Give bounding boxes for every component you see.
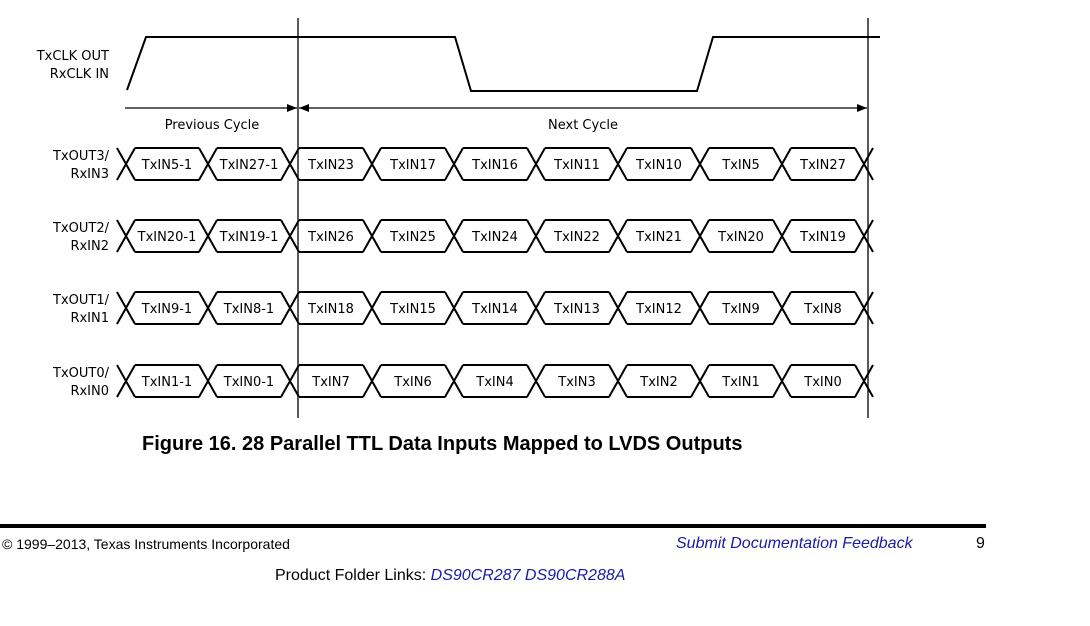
data-cell-label: TxIN15 [389, 302, 436, 317]
data-cell-label: TxIN6 [393, 375, 431, 390]
data-cell-label: TxIN1 [721, 375, 759, 390]
row-label-line2: RxIN2 [70, 239, 109, 254]
data-cell-label: TxIN9-1 [141, 302, 192, 317]
data-cell-label: TxIN7 [311, 375, 349, 390]
row-label-line1: TxOUT3/ [52, 149, 110, 164]
product-link-ds90cr288a[interactable]: DS90CR288A [524, 567, 626, 584]
product-folder-links: Product Folder Links: DS90CR287 DS90CR28… [275, 567, 625, 585]
data-cell-label: TxIN12 [635, 302, 682, 317]
data-cell-label: TxIN13 [553, 302, 600, 317]
data-cell-label: TxIN10 [635, 158, 682, 173]
next-cycle-label: Next Cycle [548, 118, 618, 133]
data-cell-label: TxIN24 [471, 230, 518, 245]
data-cell-label: TxIN17 [389, 158, 436, 173]
footer-divider [0, 524, 986, 528]
data-cell-label: TxIN20-1 [137, 230, 197, 245]
data-cell-label: TxIN5 [721, 158, 759, 173]
data-cell-label: TxIN27-1 [219, 158, 279, 173]
product-links-label: Product Folder Links: [275, 567, 427, 584]
data-cell-label: TxIN27 [799, 158, 846, 173]
data-cell-label: TxIN18 [307, 302, 354, 317]
data-row-1: TxOUT1/ RxIN1 TxIN9-1 TxIN8-1 TxIN18 TxIN15… [52, 291, 874, 326]
data-cell-label: TxIN4 [475, 375, 513, 390]
data-cell-waveform [116, 219, 874, 253]
clock-waveform [126, 36, 880, 92]
data-cell-waveform [116, 364, 874, 398]
data-cell-label: TxIN25 [389, 230, 436, 245]
data-cell-label: TxIN23 [307, 158, 354, 173]
figure-caption: Figure 16. 28 Parallel TTL Data Inputs M… [142, 433, 743, 455]
data-cell-waveform [116, 291, 874, 325]
data-row-3: TxOUT3/ RxIN3 TxIN5-1 TxIN27-1 TxIN23 TxIN1… [52, 147, 874, 182]
clock-label-line1: TxCLK OUT [36, 49, 109, 64]
data-cell-label: TxIN14 [471, 302, 518, 317]
data-cell-label: TxIN2 [639, 375, 677, 390]
data-cell-label: TxIN5-1 [141, 158, 192, 173]
copyright-text: © 1999–2013, Texas Instruments Incorpora… [2, 536, 290, 552]
row-label-line1: TxOUT1/ [52, 293, 110, 308]
data-cell-label: TxIN16 [471, 158, 518, 173]
data-cell-label: TxIN20 [717, 230, 764, 245]
data-row-2: TxOUT2/ RxIN2 TxIN20-1 TxIN19-1 TxIN26 TxIN… [52, 219, 874, 254]
data-cell-label: TxIN11 [553, 158, 600, 173]
row-label-line1: TxOUT2/ [52, 221, 110, 236]
product-link-ds90cr287[interactable]: DS90CR287 [430, 567, 521, 584]
feedback-link[interactable]: Submit Documentation Feedback [676, 535, 913, 552]
data-cell-label: TxIN3 [557, 375, 595, 390]
page-number: 9 [976, 535, 985, 552]
row-label-line2: RxIN0 [70, 384, 109, 399]
data-cell-label: TxIN21 [635, 230, 682, 245]
data-cell-label: TxIN9 [721, 302, 759, 317]
data-cell-label: TxIN0 [803, 375, 841, 390]
previous-cycle-label: Previous Cycle [165, 118, 260, 133]
data-cell-label: TxIN8-1 [223, 302, 274, 317]
row-label-line2: RxIN3 [70, 167, 109, 182]
row-label-line2: RxIN1 [70, 311, 109, 326]
data-cell-label: TxIN19-1 [219, 230, 279, 245]
data-cell-label: TxIN26 [307, 230, 354, 245]
data-cell-label: TxIN1-1 [141, 375, 192, 390]
data-cell-waveform [116, 147, 874, 181]
clock-label-line2: RxCLK IN [50, 67, 109, 82]
timing-diagram: TxCLK OUT RxCLK IN Previous Cycle Next C… [36, 18, 880, 418]
data-cell-label: TxIN0-1 [223, 375, 274, 390]
data-cell-label: TxIN19 [799, 230, 846, 245]
data-cell-label: TxIN8 [803, 302, 841, 317]
row-label-line1: TxOUT0/ [52, 366, 110, 381]
data-row-0: TxOUT0/ RxIN0 TxIN1-1 TxIN0-1 TxIN7 TxIN6 Tx… [52, 364, 874, 399]
data-cell-label: TxIN22 [553, 230, 600, 245]
